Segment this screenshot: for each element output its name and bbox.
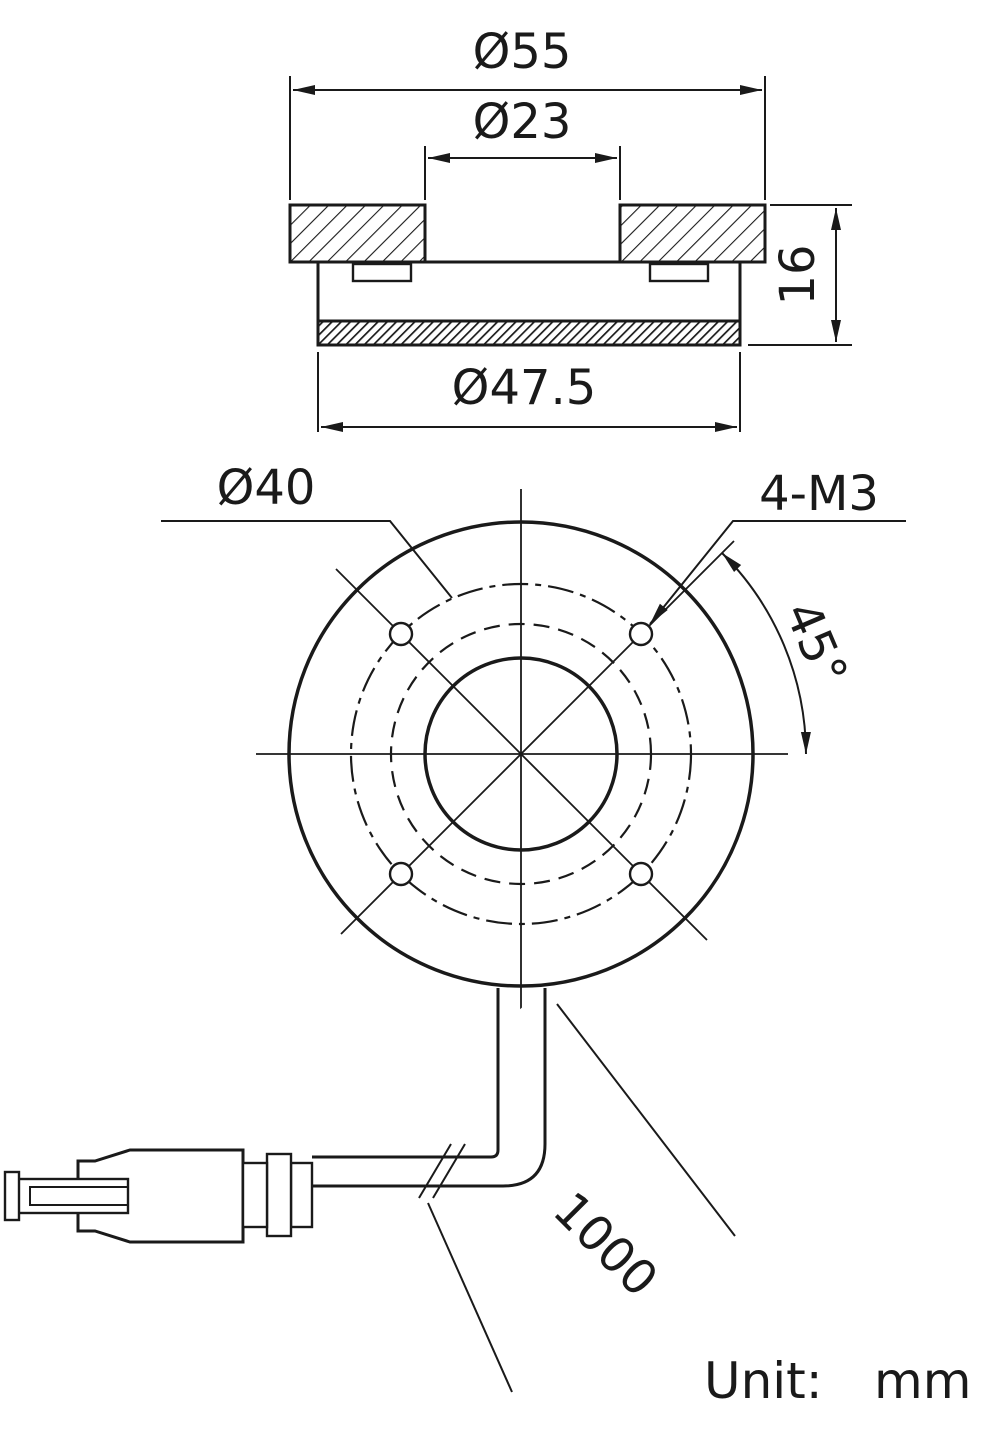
cable-outline-inner [312,988,500,1159]
plan-view: Ø40 4-M3 45° [161,460,906,1020]
dim-bore-diameter: Ø23 [424,94,621,200]
leader-line [649,520,906,625]
bolt-circle [349,582,693,926]
section-view: Ø55 Ø23 16 [288,24,852,432]
flange-section-left [288,203,427,264]
dim-height: 16 [748,204,852,346]
led-module-left [351,262,413,283]
led-module-right [648,262,710,283]
dim-mounting-holes: 4-M3 [649,466,906,625]
mounting-hole-top-left [388,621,414,647]
aperture-circle [423,656,619,852]
flange-section-right [618,203,767,264]
dim-bolt-circle-label: Ø40 [217,460,316,516]
connector-blade [16,1177,130,1215]
extension-line [556,1003,736,1237]
dim-bolt-circle: Ø40 [161,460,453,599]
mounting-hole-bottom-left [388,861,414,887]
outer-circle [287,520,755,988]
unit-value: mm [874,1352,971,1410]
extension-line [427,1202,513,1393]
unit-label: Unit: [704,1352,823,1410]
strain-relief-rib [241,1161,269,1229]
dim-outer-diameter: Ø55 [289,24,766,200]
dim-body-diameter-label: Ø47.5 [452,360,597,416]
strain-relief-rib [289,1161,314,1229]
mounting-hole-top-right [628,621,654,647]
cable-break-mark [418,1143,452,1199]
angle-dimension-arc [721,552,811,755]
strain-relief-rib [265,1152,293,1238]
dim-height-label: 16 [770,244,826,305]
connector-body [76,1148,245,1244]
mounting-hole-bottom-right [628,861,654,887]
dim-bore-diameter-label: Ø23 [473,94,572,150]
leader-line [161,520,453,599]
footer: Unit: mm [704,1352,971,1410]
dim-body-diameter: Ø47.5 [317,352,741,432]
cable-break-mark [432,1143,466,1199]
dim-outer-diameter-label: Ø55 [473,24,572,80]
hidden-inner-circle [389,622,653,886]
diffuser-section [316,319,742,347]
connector [3,1148,314,1244]
connector-tip [3,1170,21,1222]
dim-mounting-holes-label: 4-M3 [759,466,879,522]
part-cross-section [288,203,767,347]
connector-blade-inner [29,1186,129,1206]
